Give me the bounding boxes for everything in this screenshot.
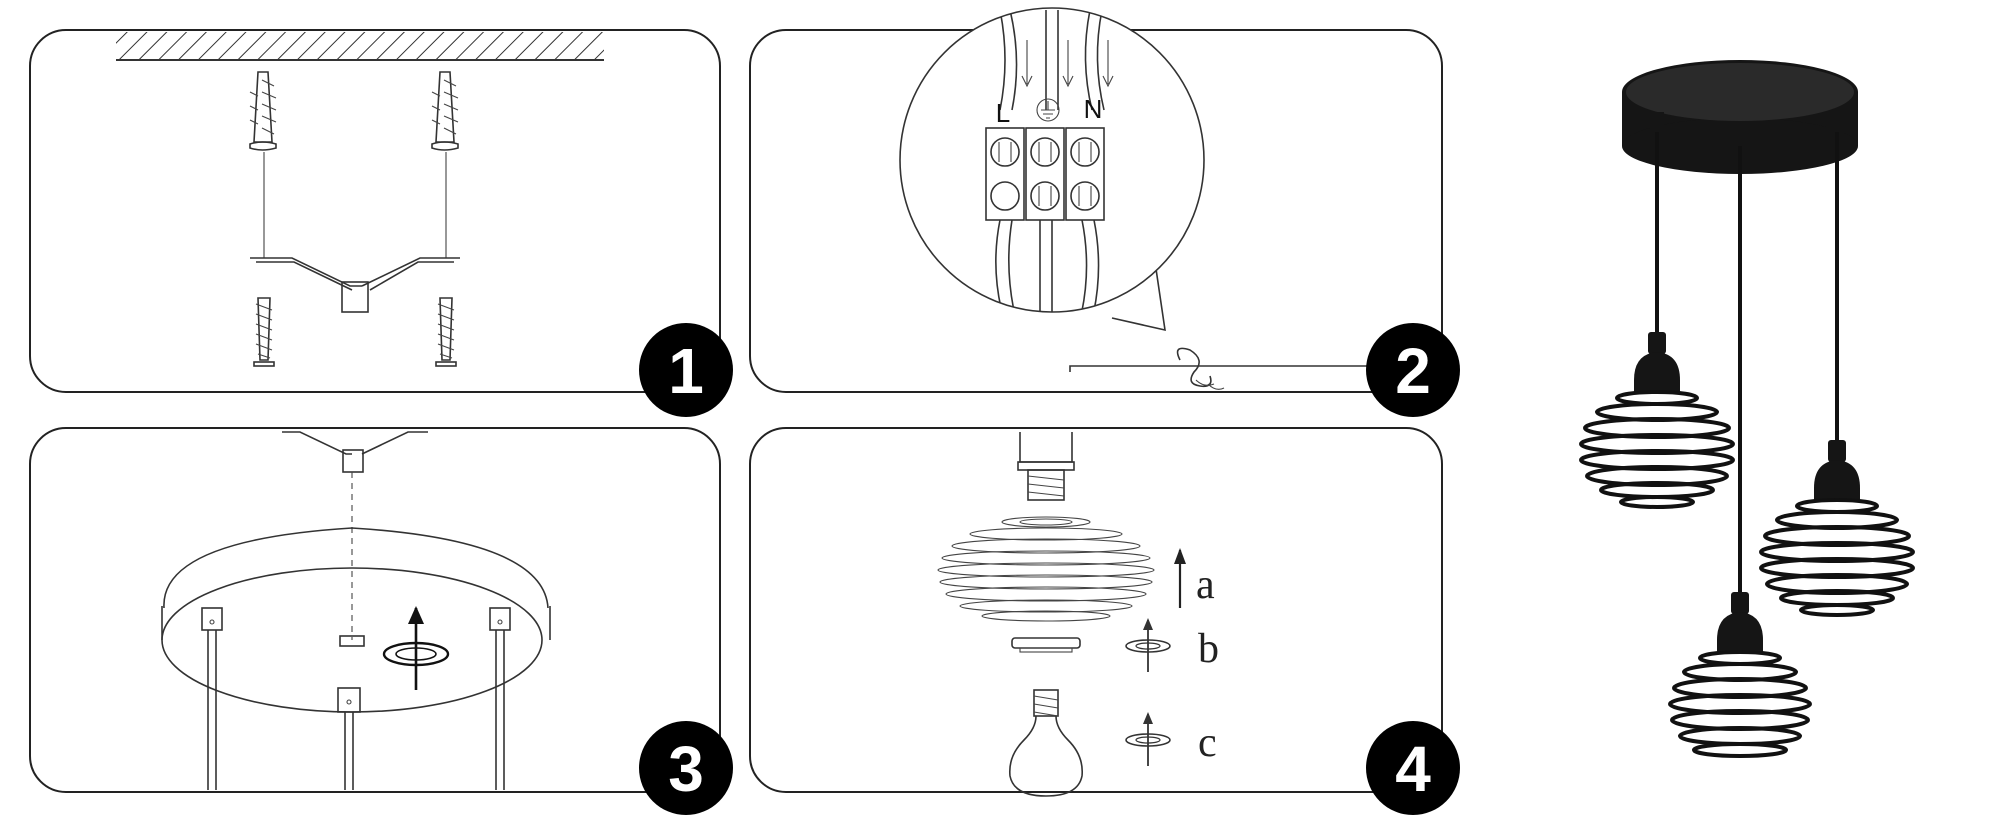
step-number: 3 [668,733,704,805]
wire-label-n: N [1084,94,1103,124]
lamp-socket-icon [1017,432,1075,501]
step-3-panel: 3 [29,427,733,815]
wire-label-l: L [996,98,1010,128]
step-badge: 3 [639,721,733,815]
bulb-icon [1008,689,1084,797]
mounting-bracket-icon [282,431,428,473]
step-number: 2 [1395,335,1431,407]
spiral-shade-icon [1668,592,1812,758]
step-1-panel: 1 [29,29,733,417]
rotate-arrow-icon [1125,618,1171,672]
rotate-arrow-icon [382,606,450,690]
step-number: 4 [1395,733,1431,805]
spiral-shade-icon [937,516,1155,622]
step-2-panel: L N 2 [749,7,1460,417]
ceiling-hatch [116,32,604,60]
screw-icon [253,297,275,367]
step-badge: 1 [639,323,733,417]
spiral-shade-icon [1579,332,1735,509]
step-badge: 2 [1366,323,1460,417]
wall-anchor-icon [249,71,277,151]
spiral-shade-icon [1759,440,1915,617]
mounting-bracket-icon [250,257,460,313]
ground-icon [1036,98,1060,122]
wiring-magnifier: L N [899,7,1205,332]
canopy-plate [161,527,551,713]
sub-step-label-c: c [1198,720,1217,766]
sub-step-label-b: b [1198,626,1219,672]
rotate-arrow-icon [1125,712,1171,766]
sub-step-label-a: a [1196,562,1215,608]
pendant-lamp-photo [1579,60,1915,758]
wall-anchor-icon [431,71,459,151]
step-badge: 4 [1366,721,1460,815]
step-number: 1 [668,335,704,407]
terminal-block-icon [985,127,1105,221]
screw-icon [435,297,457,367]
step-4-panel: a b c 4 [749,427,1460,815]
